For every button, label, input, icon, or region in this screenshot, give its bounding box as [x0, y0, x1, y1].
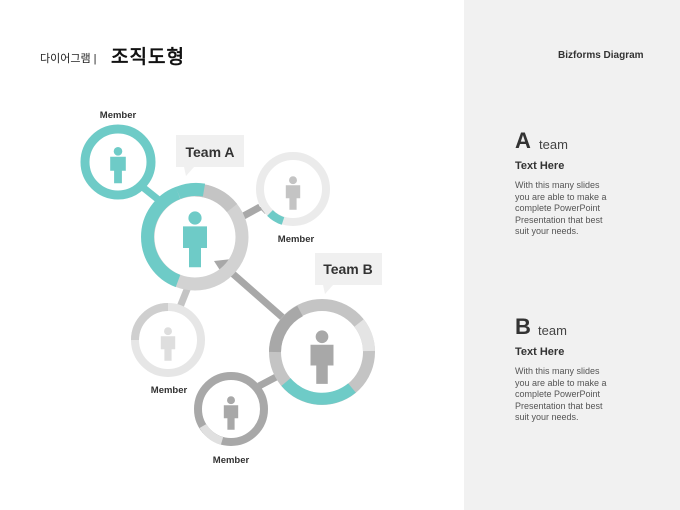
section-b-subtitle: Text Here — [515, 346, 565, 358]
section-a-subtitle: Text Here — [515, 160, 565, 172]
section-a-body-line: Presentation that best — [515, 214, 603, 225]
connector-a-member3 — [176, 285, 192, 309]
section-b-body-line: you are able to make a — [515, 377, 607, 388]
person-icon — [183, 211, 207, 268]
section-a-body-line: suit your needs. — [515, 226, 579, 236]
section-a-body-line: complete PowerPoint — [515, 203, 601, 213]
section-b-word: team — [538, 323, 567, 338]
section-a-letter: A — [515, 128, 531, 153]
section-b-body-line: complete PowerPoint — [515, 389, 601, 399]
team-a-node — [141, 182, 249, 291]
member-node-2 — [256, 152, 330, 226]
connector-a-b — [221, 263, 293, 327]
person-icon — [285, 176, 301, 210]
person-icon — [310, 330, 334, 384]
member-node-1 — [80, 124, 156, 200]
section-a-body-line: you are able to make a — [515, 191, 607, 202]
team-b-label: Team B — [323, 261, 373, 277]
person-icon — [223, 396, 239, 430]
member-node-3 — [131, 303, 205, 377]
member-label: Member — [100, 110, 137, 121]
right-panel — [464, 0, 680, 510]
section-b-body-line: Presentation that best — [515, 400, 603, 411]
person-icon — [160, 327, 176, 361]
team-a-callout: Team A — [176, 135, 244, 176]
team-a-label: Team A — [185, 144, 234, 160]
section-b-body-line: With this many slides — [515, 366, 600, 376]
person-icon — [110, 147, 126, 184]
page-title: 조직도형 — [111, 47, 185, 68]
section-a-word: team — [539, 137, 568, 152]
member-label: Member — [151, 385, 188, 396]
member-label: Member — [278, 234, 315, 245]
member-node-4 — [194, 372, 268, 446]
section-b-body-line: suit your needs. — [515, 412, 579, 422]
section-b-letter: B — [515, 314, 531, 339]
connector-b-member4 — [257, 372, 280, 390]
team-b-node — [269, 299, 375, 405]
section-a-body: With this many slides you are able to ma… — [515, 180, 625, 238]
section-b-body: With this many slides you are able to ma… — [515, 366, 625, 424]
member-label: Member — [213, 455, 250, 466]
brand-label: Bizforms Diagram — [558, 50, 644, 61]
team-b-callout: Team B — [315, 253, 382, 294]
header-small-title: 다이어그램 | — [40, 53, 97, 65]
section-a-body-line: With this many slides — [515, 180, 600, 190]
